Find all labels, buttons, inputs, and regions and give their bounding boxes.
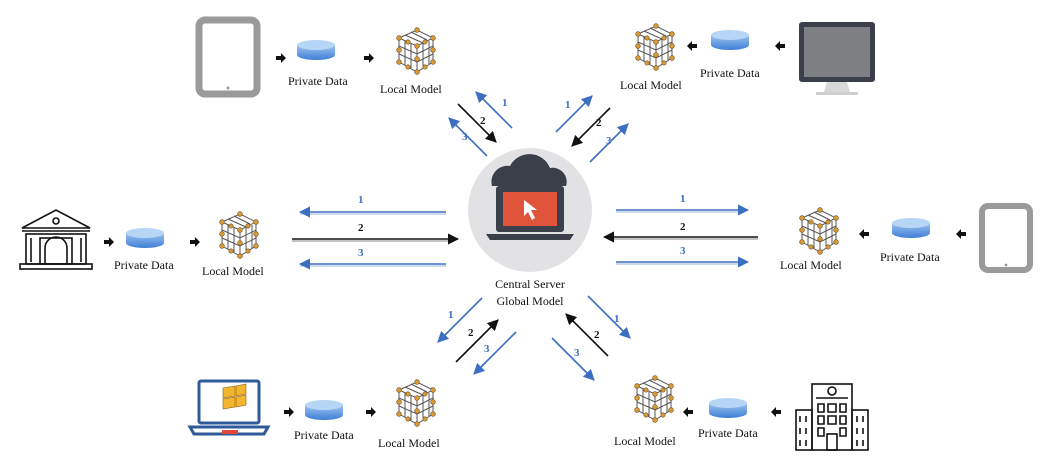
edge-bottom-right bbox=[551, 295, 631, 381]
database-icon bbox=[126, 228, 164, 248]
step-3-label: 3 bbox=[606, 135, 612, 147]
local-model-label: Local Model bbox=[378, 436, 440, 450]
step-2-label: 2 bbox=[358, 222, 364, 234]
cloud-laptop-icon bbox=[486, 154, 574, 240]
step-numbers: 1 2 3 1 2 3 1 2 3 1 2 3 1 2 3 1 2 3 bbox=[358, 97, 686, 359]
neural-cube-icon bbox=[634, 375, 674, 423]
central-server bbox=[468, 148, 592, 272]
private-data-label: Private Data bbox=[114, 258, 174, 272]
private-data-label: Private Data bbox=[294, 428, 354, 442]
step-2-label: 2 bbox=[594, 329, 600, 341]
local-model-label: Local Model bbox=[614, 434, 676, 448]
database-icon bbox=[709, 398, 747, 418]
step-1-label: 1 bbox=[680, 193, 686, 205]
neural-cube-icon bbox=[799, 207, 839, 255]
bank-icon bbox=[19, 209, 93, 270]
server-title: Central Server bbox=[495, 277, 565, 291]
laptop-icon bbox=[187, 379, 271, 436]
local-model-label: Local Model bbox=[780, 258, 842, 272]
step-3-label: 3 bbox=[358, 247, 364, 259]
edge-top-left bbox=[448, 91, 513, 157]
central-server-label: Central Server Global Model bbox=[470, 276, 590, 310]
neural-cube-icon bbox=[396, 379, 436, 427]
office-building-icon bbox=[795, 383, 869, 451]
step-2-label: 2 bbox=[468, 327, 474, 339]
local-model-label: Local Model bbox=[202, 264, 264, 278]
step-1-label: 1 bbox=[448, 309, 454, 321]
step-3-label: 3 bbox=[680, 245, 686, 257]
server-subtitle: Global Model bbox=[496, 294, 564, 308]
step-1-label: 1 bbox=[614, 313, 620, 325]
private-data-label: Private Data bbox=[288, 74, 348, 88]
private-data-label: Private Data bbox=[880, 250, 940, 264]
edge-right bbox=[602, 204, 758, 268]
step-2-label: 2 bbox=[480, 115, 486, 127]
private-data-label: Private Data bbox=[700, 66, 760, 80]
step-1-label: 1 bbox=[502, 97, 508, 109]
private-data-label: Private Data bbox=[698, 426, 758, 440]
edge-top-right bbox=[555, 95, 629, 163]
tablet-icon bbox=[979, 203, 1033, 273]
step-3-label: 3 bbox=[574, 347, 580, 359]
neural-cube-icon bbox=[396, 27, 436, 75]
neural-cube-icon bbox=[635, 23, 675, 71]
step-3-label: 3 bbox=[462, 131, 468, 143]
database-icon bbox=[305, 400, 343, 420]
tablet-icon bbox=[195, 16, 261, 98]
step-1-label: 1 bbox=[565, 99, 571, 111]
neural-cube-icon bbox=[219, 211, 259, 259]
step-2-label: 2 bbox=[680, 221, 686, 233]
edge-left bbox=[292, 206, 460, 270]
database-icon bbox=[711, 30, 749, 50]
database-icon bbox=[297, 40, 335, 60]
database-icon bbox=[892, 218, 930, 238]
step-1-label: 1 bbox=[358, 194, 364, 206]
edge-bottom-left bbox=[437, 297, 517, 375]
monitor-icon bbox=[799, 22, 875, 95]
local-model-label: Local Model bbox=[380, 82, 442, 96]
local-model-label: Local Model bbox=[620, 78, 682, 92]
step-3-label: 3 bbox=[484, 343, 490, 355]
step-2-label: 2 bbox=[596, 117, 602, 129]
